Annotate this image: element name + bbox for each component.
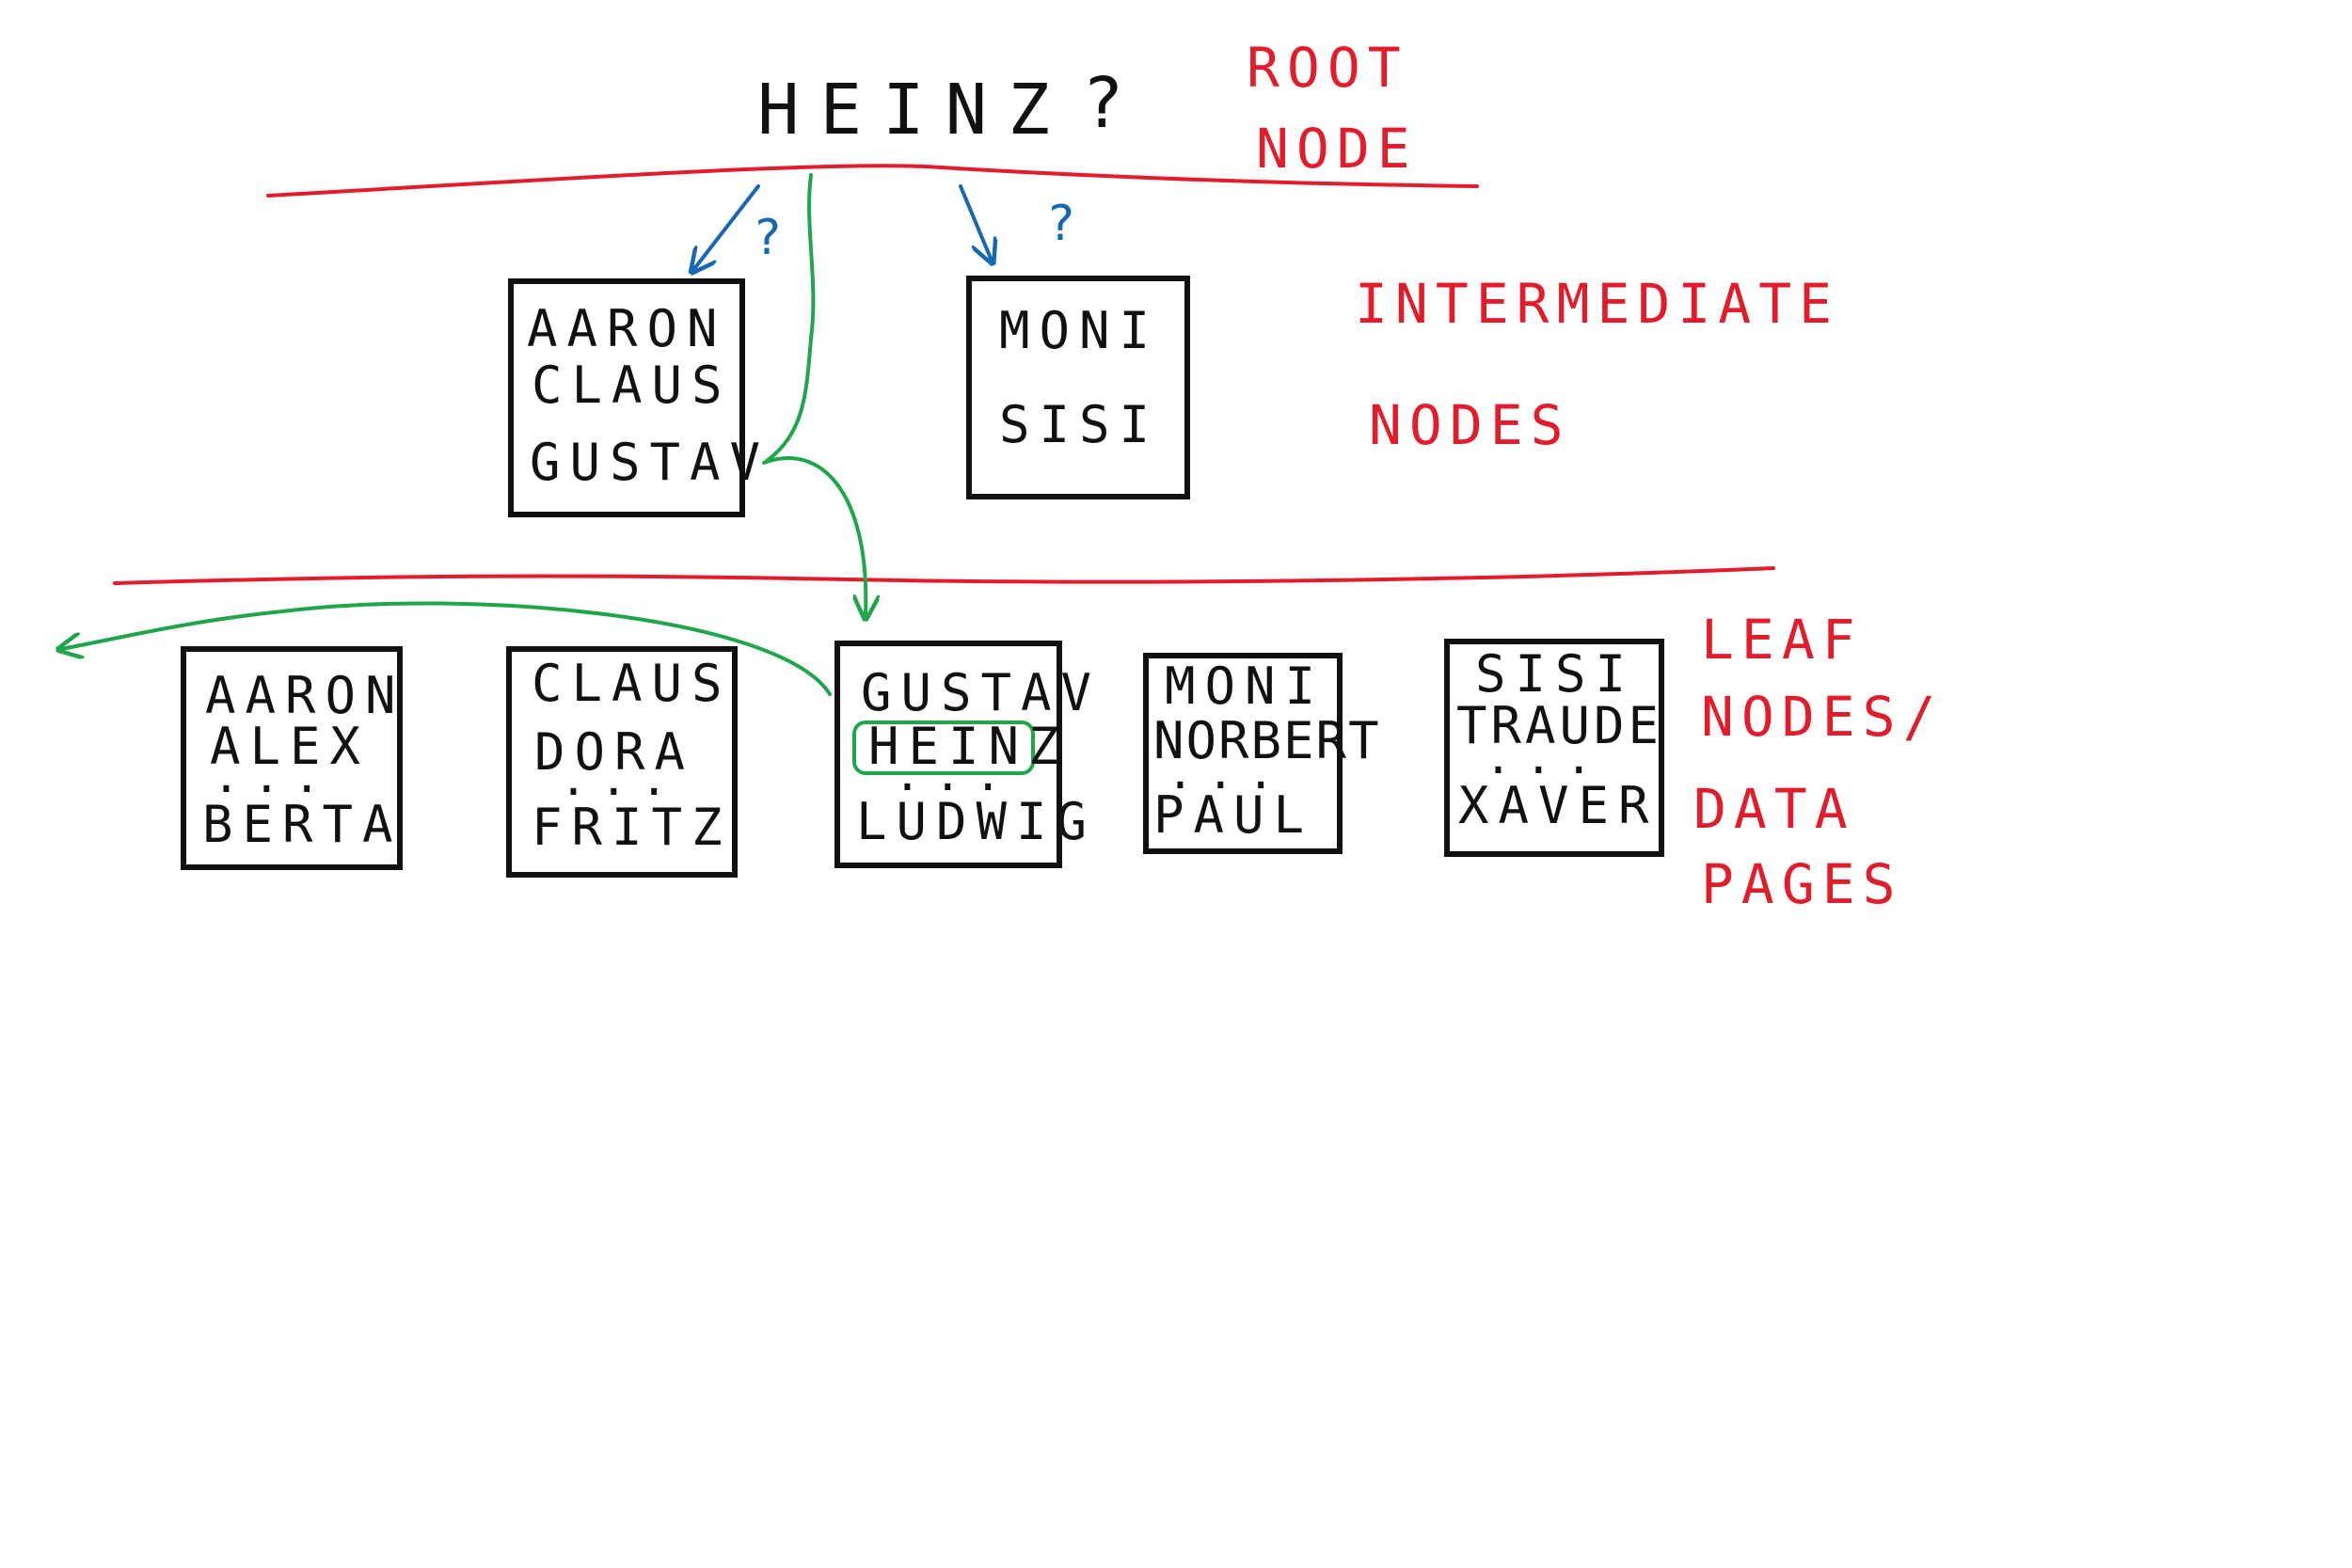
leaf-label-line-1: LEAF [1701, 608, 1863, 672]
root-level-line [266, 164, 1479, 198]
leaf-node-2-key-1: CLAUS [532, 654, 732, 713]
leaf-node-1: AARON ALEX ... BERTA [181, 646, 405, 870]
root-node: HEINZ ? [757, 63, 1145, 150]
leaf-level-line [113, 566, 1775, 585]
leaf-node-1-key-2: ALEX [210, 717, 370, 776]
search-arrow-left-icon [693, 184, 760, 270]
intermediate-node-1: AARON CLAUS GUSTAV [508, 278, 770, 517]
leaf-node-5-key-1: SISI [1475, 644, 1635, 704]
leaf-node-3-key-2: HEINZ [868, 717, 1069, 776]
found-key-highlight [852, 721, 1035, 775]
leaf-label: LEAF NODES/ DATA PAGES [1693, 608, 1944, 916]
leaf-node-3-ellipsis: ... [894, 749, 1015, 801]
leaf-node-4-last-key: PAUL [1153, 785, 1313, 845]
intermediate-node-2-key-1: MONI [999, 301, 1159, 360]
leaf-node-4-ellipsis: ... [1167, 747, 1288, 800]
intermediate-right-query-mark: ? [1046, 196, 1075, 252]
leaf-node-3-last-key: LUDWIG [856, 792, 1096, 851]
leaf-node-2-last-key: FRITZ [532, 798, 732, 857]
intermediate-node-2-key-2: SISI [999, 395, 1159, 454]
leaf-node-2-ellipsis: ... [560, 753, 681, 806]
intermediate-label: INTERMEDIATE NODES [1355, 272, 1839, 457]
root-label-line-1: ROOT [1247, 36, 1408, 100]
root-query-mark: ? [1082, 63, 1145, 144]
intermediate-node-1-key-2: CLAUS [532, 356, 732, 415]
leaf-node-4-key-2: NORBERT [1153, 711, 1381, 770]
leaf-node-1-last-key: BERTA [202, 795, 403, 854]
intermediate-node-1-key-3: GUSTAV [530, 433, 770, 492]
leaf-label-line-3: DATA [1693, 777, 1855, 841]
intermediate-label-line-1: INTERMEDIATE [1355, 272, 1839, 336]
intermediate-left-query-mark: ? [753, 210, 782, 266]
search-path-intermediate-to-leaf-icon [762, 456, 866, 616]
leaf-node-4: MONI NORBERT ... PAUL [1143, 653, 1381, 854]
leaf-node-3: GUSTAV HEINZ ... LUDWIG [834, 641, 1101, 868]
leaf-node-4-key-1: MONI [1165, 657, 1325, 716]
leaf-label-line-2: NODES/ [1701, 685, 1944, 749]
leaf-label-line-4: PAGES [1701, 852, 1903, 916]
leaf-node-1-key-1: AARON [205, 666, 405, 725]
root-key: HEINZ [757, 70, 1071, 150]
leaf-node-2-key-2: DORA [534, 722, 694, 782]
intermediate-label-line-2: NODES [1369, 393, 1571, 457]
leaf-node-5-last-key: XAVER [1458, 776, 1659, 835]
leaf-node-5-key-2: TRAUDE [1456, 696, 1662, 755]
leaf-node-2: CLAUS DORA ... FRITZ [506, 646, 738, 878]
root-label-line-2: NODE [1256, 117, 1418, 181]
search-path-root-to-intermediate [765, 173, 816, 463]
intermediate-node-1-key-1: AARON [527, 299, 727, 358]
leaf-node-3-key-1: GUSTAV [861, 663, 1101, 722]
intermediate-node-2: MONI SISI [966, 276, 1190, 499]
root-label: ROOT NODE [1247, 36, 1418, 181]
leaf-chain-arrow-icon [61, 601, 832, 696]
leaf-node-5-ellipsis: ... [1485, 732, 1606, 784]
search-arrow-right-icon [959, 184, 992, 261]
leaf-node-1-ellipsis: ... [213, 751, 334, 803]
leaf-node-5: SISI TRAUDE ... XAVER [1444, 639, 1664, 857]
